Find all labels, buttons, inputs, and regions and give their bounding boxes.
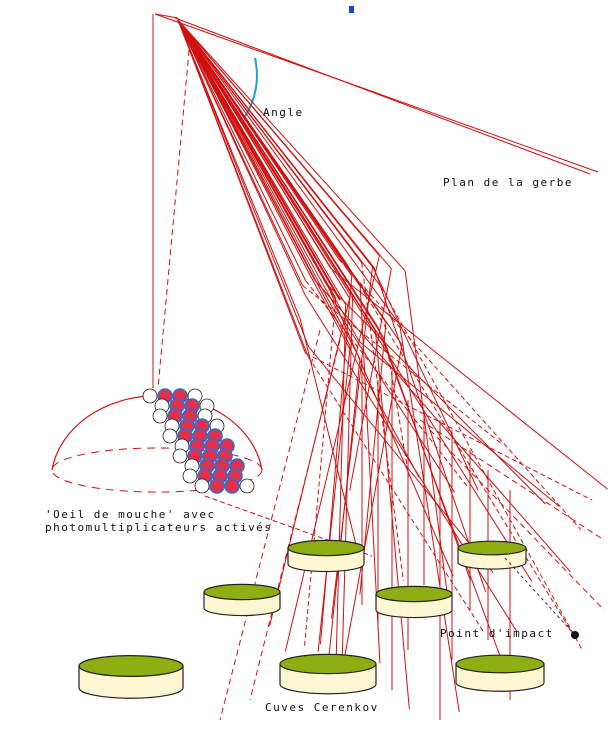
shower-particle-track bbox=[302, 285, 502, 444]
cerenkov-tank bbox=[287, 539, 365, 573]
eye-label-line1: 'Oeil de mouche' avec bbox=[45, 508, 216, 521]
eye-label-line2: photomultiplicateurs activés bbox=[45, 521, 272, 534]
shower-particle-track bbox=[380, 286, 583, 650]
shower-particle-track bbox=[314, 279, 571, 573]
shower-particle-track bbox=[361, 262, 404, 581]
shower-particle-track bbox=[382, 335, 472, 582]
shower-ray bbox=[177, 19, 373, 268]
shower-particle-track bbox=[324, 282, 546, 505]
shower-particle-track bbox=[371, 264, 479, 491]
tank-water-surface bbox=[279, 653, 377, 675]
shower-particle-track bbox=[308, 346, 494, 574]
impact-point-dot-icon bbox=[571, 631, 579, 639]
angle-arc bbox=[243, 57, 258, 119]
shower-ray bbox=[177, 19, 301, 319]
shower-outlier-track bbox=[249, 339, 341, 701]
cerenkov-tank bbox=[457, 540, 527, 570]
eye-view-lines bbox=[152, 14, 191, 389]
shower-ray bbox=[177, 19, 341, 315]
tank-water-surface bbox=[203, 583, 281, 601]
shower-particle-track bbox=[373, 267, 487, 592]
shower-plane bbox=[154, 13, 599, 175]
shower-ray bbox=[177, 19, 330, 290]
pmt-inactive bbox=[182, 468, 198, 484]
tank-water-surface bbox=[455, 654, 545, 674]
shower-plane-label: Plan de la gerbe bbox=[443, 176, 573, 189]
shower-particle-track bbox=[338, 258, 582, 530]
cerenkov-tank bbox=[203, 583, 281, 617]
shower-particle-track bbox=[341, 344, 403, 671]
tank-water-surface bbox=[287, 539, 365, 557]
blue-square-marker-icon bbox=[349, 6, 354, 13]
shower-ray bbox=[177, 19, 347, 305]
shower-particle-track bbox=[305, 352, 593, 501]
shower-particle-track bbox=[307, 270, 420, 478]
impact-pointer bbox=[504, 557, 575, 635]
shower-ray bbox=[177, 19, 308, 271]
shower-fan bbox=[177, 19, 608, 721]
shower-outlier-track bbox=[419, 419, 605, 541]
shower-ray bbox=[177, 19, 401, 325]
eye-dome-base bbox=[51, 447, 263, 493]
tanks-label: Cuves Cerenkov bbox=[265, 701, 379, 714]
tank-water-surface bbox=[375, 585, 453, 603]
shower-ray bbox=[177, 19, 382, 288]
pmt-inactive bbox=[152, 408, 168, 424]
shower-outlier-track bbox=[219, 329, 321, 721]
shower-particle-track bbox=[404, 270, 450, 608]
shower-ray bbox=[177, 19, 349, 292]
shower-ray bbox=[177, 19, 383, 337]
shower-ray bbox=[177, 19, 361, 360]
pmt-inactive bbox=[142, 388, 158, 404]
shower-particle-track bbox=[377, 326, 513, 688]
fly-eye-detector bbox=[51, 388, 263, 494]
shower-outlier-track bbox=[429, 429, 605, 611]
pmt-inactive bbox=[172, 448, 188, 464]
shower-ray bbox=[177, 19, 380, 257]
shower-particle-track bbox=[358, 340, 560, 507]
tank-water-surface bbox=[457, 540, 527, 556]
shower-particle-track bbox=[329, 289, 454, 577]
shower-particle-track bbox=[345, 262, 575, 636]
shower-particle-track bbox=[317, 345, 351, 652]
cerenkov-tank bbox=[455, 654, 545, 692]
shower-particle-track bbox=[386, 348, 410, 477]
cerenkov-tank bbox=[279, 653, 377, 695]
cerenkov-tank bbox=[78, 654, 184, 699]
shower-particle-track bbox=[299, 318, 363, 571]
shower-ray bbox=[177, 19, 304, 286]
shower-ray bbox=[177, 19, 347, 264]
shower-ray bbox=[177, 19, 406, 272]
impact-label: Point d'impact bbox=[440, 627, 554, 640]
shower-particle-track bbox=[349, 268, 392, 491]
cerenkov-tanks bbox=[78, 539, 545, 699]
angle-label: Angle bbox=[263, 106, 304, 119]
pmt-active bbox=[209, 478, 225, 494]
pmt-inactive bbox=[162, 428, 178, 444]
shower-ray bbox=[177, 19, 307, 281]
shower-particle-track bbox=[330, 268, 608, 490]
pmt-active bbox=[224, 478, 240, 494]
shower-ray bbox=[177, 19, 309, 358]
shower-particle-track bbox=[303, 298, 337, 649]
shower-particle-track bbox=[399, 324, 460, 712]
tank-water-surface bbox=[78, 654, 184, 677]
pmt-inactive bbox=[239, 478, 255, 494]
shower-particle-track bbox=[284, 255, 380, 652]
shower-particle-track bbox=[307, 356, 485, 634]
cerenkov-tank bbox=[375, 585, 453, 619]
shower-particle-track bbox=[334, 304, 347, 687]
pmt-inactive bbox=[194, 478, 210, 494]
photomultiplier-grid bbox=[142, 388, 255, 494]
